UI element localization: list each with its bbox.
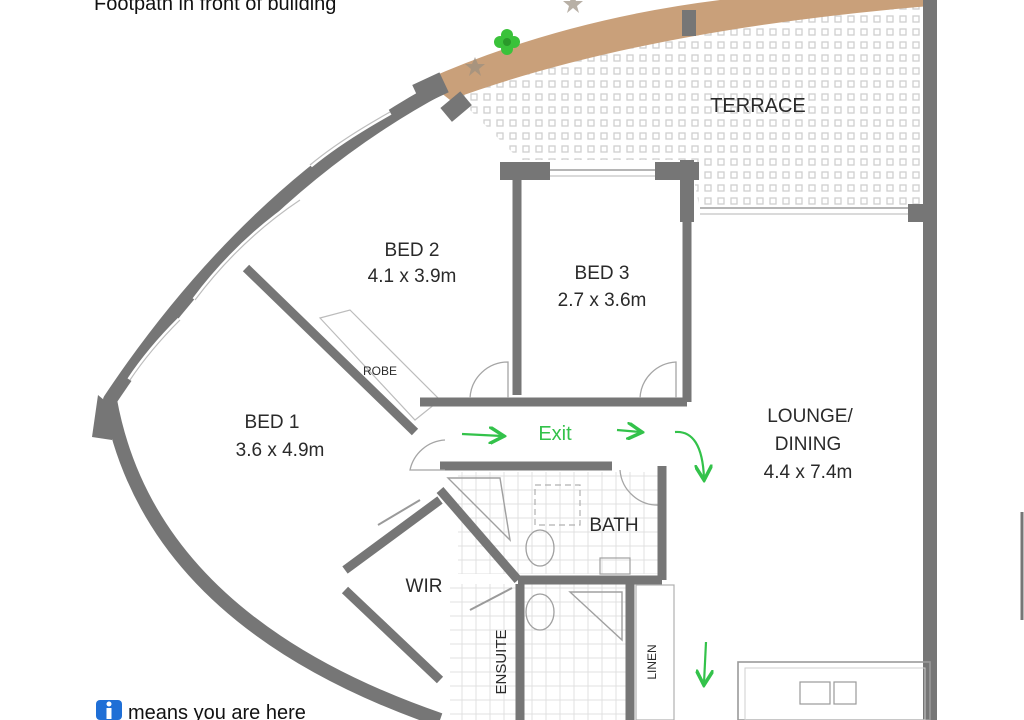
wall-bed3-top-left [500, 162, 550, 180]
outer-curved-wall [103, 81, 444, 720]
window [308, 109, 392, 168]
footpath-band [425, 0, 930, 100]
lounge-name-line1: LOUNGE/ [767, 406, 853, 427]
window [194, 199, 301, 301]
bed1-size: 3.6 x 4.9m [236, 440, 325, 461]
shower-tray [446, 477, 512, 543]
kitchen-sink [799, 681, 831, 705]
terrace-label: TERRACE [710, 95, 806, 117]
wall-bath-diagonal [436, 487, 522, 583]
exit-route-arrow [461, 434, 502, 436]
window [192, 197, 302, 302]
exit-route-arrow [704, 641, 706, 683]
plant-icon [465, 57, 485, 76]
wall-terrace-corner [908, 204, 936, 222]
ensuite-sliding-door [469, 587, 513, 611]
wall-pillar [412, 72, 449, 105]
wir-label: WIR [406, 576, 443, 597]
ensuite-label: ENSUITE [493, 629, 510, 694]
kitchen-sink [833, 681, 857, 705]
terrace-floor [440, 0, 930, 210]
ensuite-shower [568, 591, 623, 642]
wall-pillar [440, 91, 472, 122]
bed3-size: 2.7 x 3.6m [558, 290, 647, 311]
exit-label: Exit [538, 423, 572, 445]
wir-sliding-door [377, 499, 421, 526]
toilet [525, 529, 555, 567]
lounge-name-line2: DINING [775, 434, 842, 455]
lounge-size: 4.4 x 7.4m [764, 462, 853, 483]
plant-icon [494, 29, 520, 55]
plant-icon [563, 0, 583, 13]
bath-label: BATH [589, 515, 638, 536]
window [129, 319, 181, 381]
kitchen-bench [744, 667, 926, 720]
ensuite-floor [450, 584, 630, 720]
exit-route-arrow [674, 430, 704, 478]
wall-bed1-bed2 [242, 264, 419, 436]
bath-basin [599, 557, 631, 575]
bed2-size: 4.1 x 3.9m [368, 266, 457, 287]
kitchen-bench [737, 661, 931, 720]
bed3-name: BED 3 [575, 263, 630, 284]
wall-corner [92, 395, 116, 440]
robe-label: ROBE [363, 364, 397, 378]
footpath-note: Footpath in front of building [94, 0, 336, 15]
linen-cupboard [635, 584, 675, 720]
terrace-post [682, 10, 696, 36]
bed1-name: BED 1 [245, 412, 300, 433]
window [309, 111, 391, 166]
wall-wir-bottom [341, 586, 444, 684]
wall-wir [342, 496, 443, 574]
bed2-name: BED 2 [385, 240, 440, 261]
ensuite-toilet [525, 593, 555, 631]
linen-label: LINEN [645, 644, 659, 679]
bath-floor [458, 472, 658, 574]
bath-vanity [534, 484, 581, 526]
door-swing [409, 439, 446, 471]
info-person-icon [96, 700, 122, 720]
door-swing [469, 361, 509, 399]
exit-route-arrow [616, 430, 640, 432]
door-swing [639, 361, 677, 399]
you-are-here-note: means you are here [128, 702, 306, 720]
